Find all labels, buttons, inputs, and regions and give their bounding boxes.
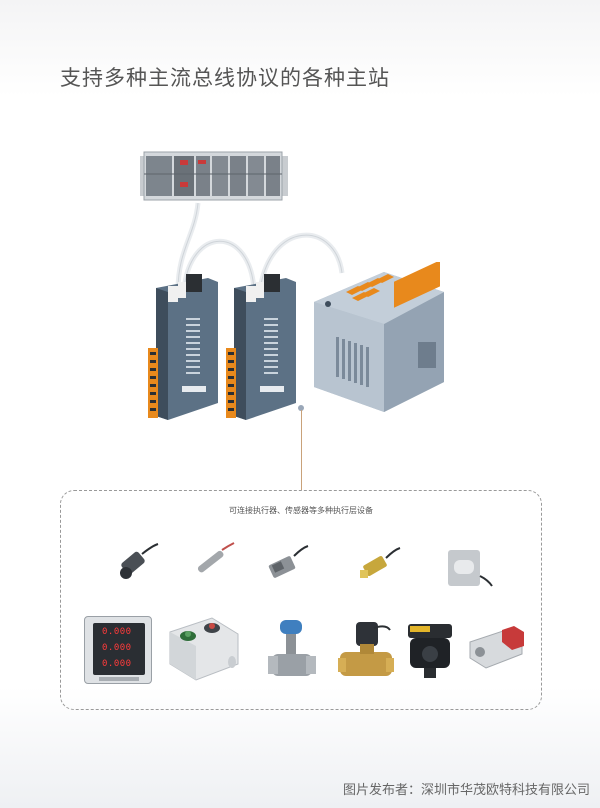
cylindrical-sensor-icon: [197, 542, 235, 573]
large-io-box: [314, 262, 444, 412]
power-meter: 0.000 0.000 0.000: [84, 616, 152, 684]
connection-dot: [298, 405, 304, 411]
brass-proximity-sensor-icon: [360, 547, 401, 578]
valve-actuator-icon: [469, 626, 524, 669]
meter-reading-3: 0.000: [102, 659, 132, 669]
meter-reading-2: 0.000: [102, 643, 132, 653]
push-button-box-icon: [169, 617, 239, 681]
barcode-scanner-icon: [408, 624, 452, 678]
bus-cables: [175, 202, 345, 291]
io-module-1: [148, 274, 218, 420]
meter-reading-1: 0.000: [102, 627, 132, 637]
field-devices-caption: 可连接执行器、传感器等多种执行层设备: [229, 506, 373, 515]
inductive-proximity-sensor-icon: [120, 543, 159, 579]
solenoid-valve-icon: [338, 622, 394, 676]
magnetic-sensor-icon: [268, 545, 309, 578]
load-cell-icon: [448, 550, 493, 587]
field-devices-panel: 可连接执行器、传感器等多种执行层设备: [60, 490, 542, 710]
connection-guide-line: [301, 410, 302, 490]
page-title: 支持多种主流总线协议的各种主站: [60, 66, 390, 90]
flow-meter-icon: [268, 620, 316, 676]
publisher-footer: 图片发布者：深圳市华茂欧特科技有限公司: [342, 783, 590, 798]
plc-master-rack: [140, 151, 288, 201]
io-module-2: [226, 274, 296, 420]
